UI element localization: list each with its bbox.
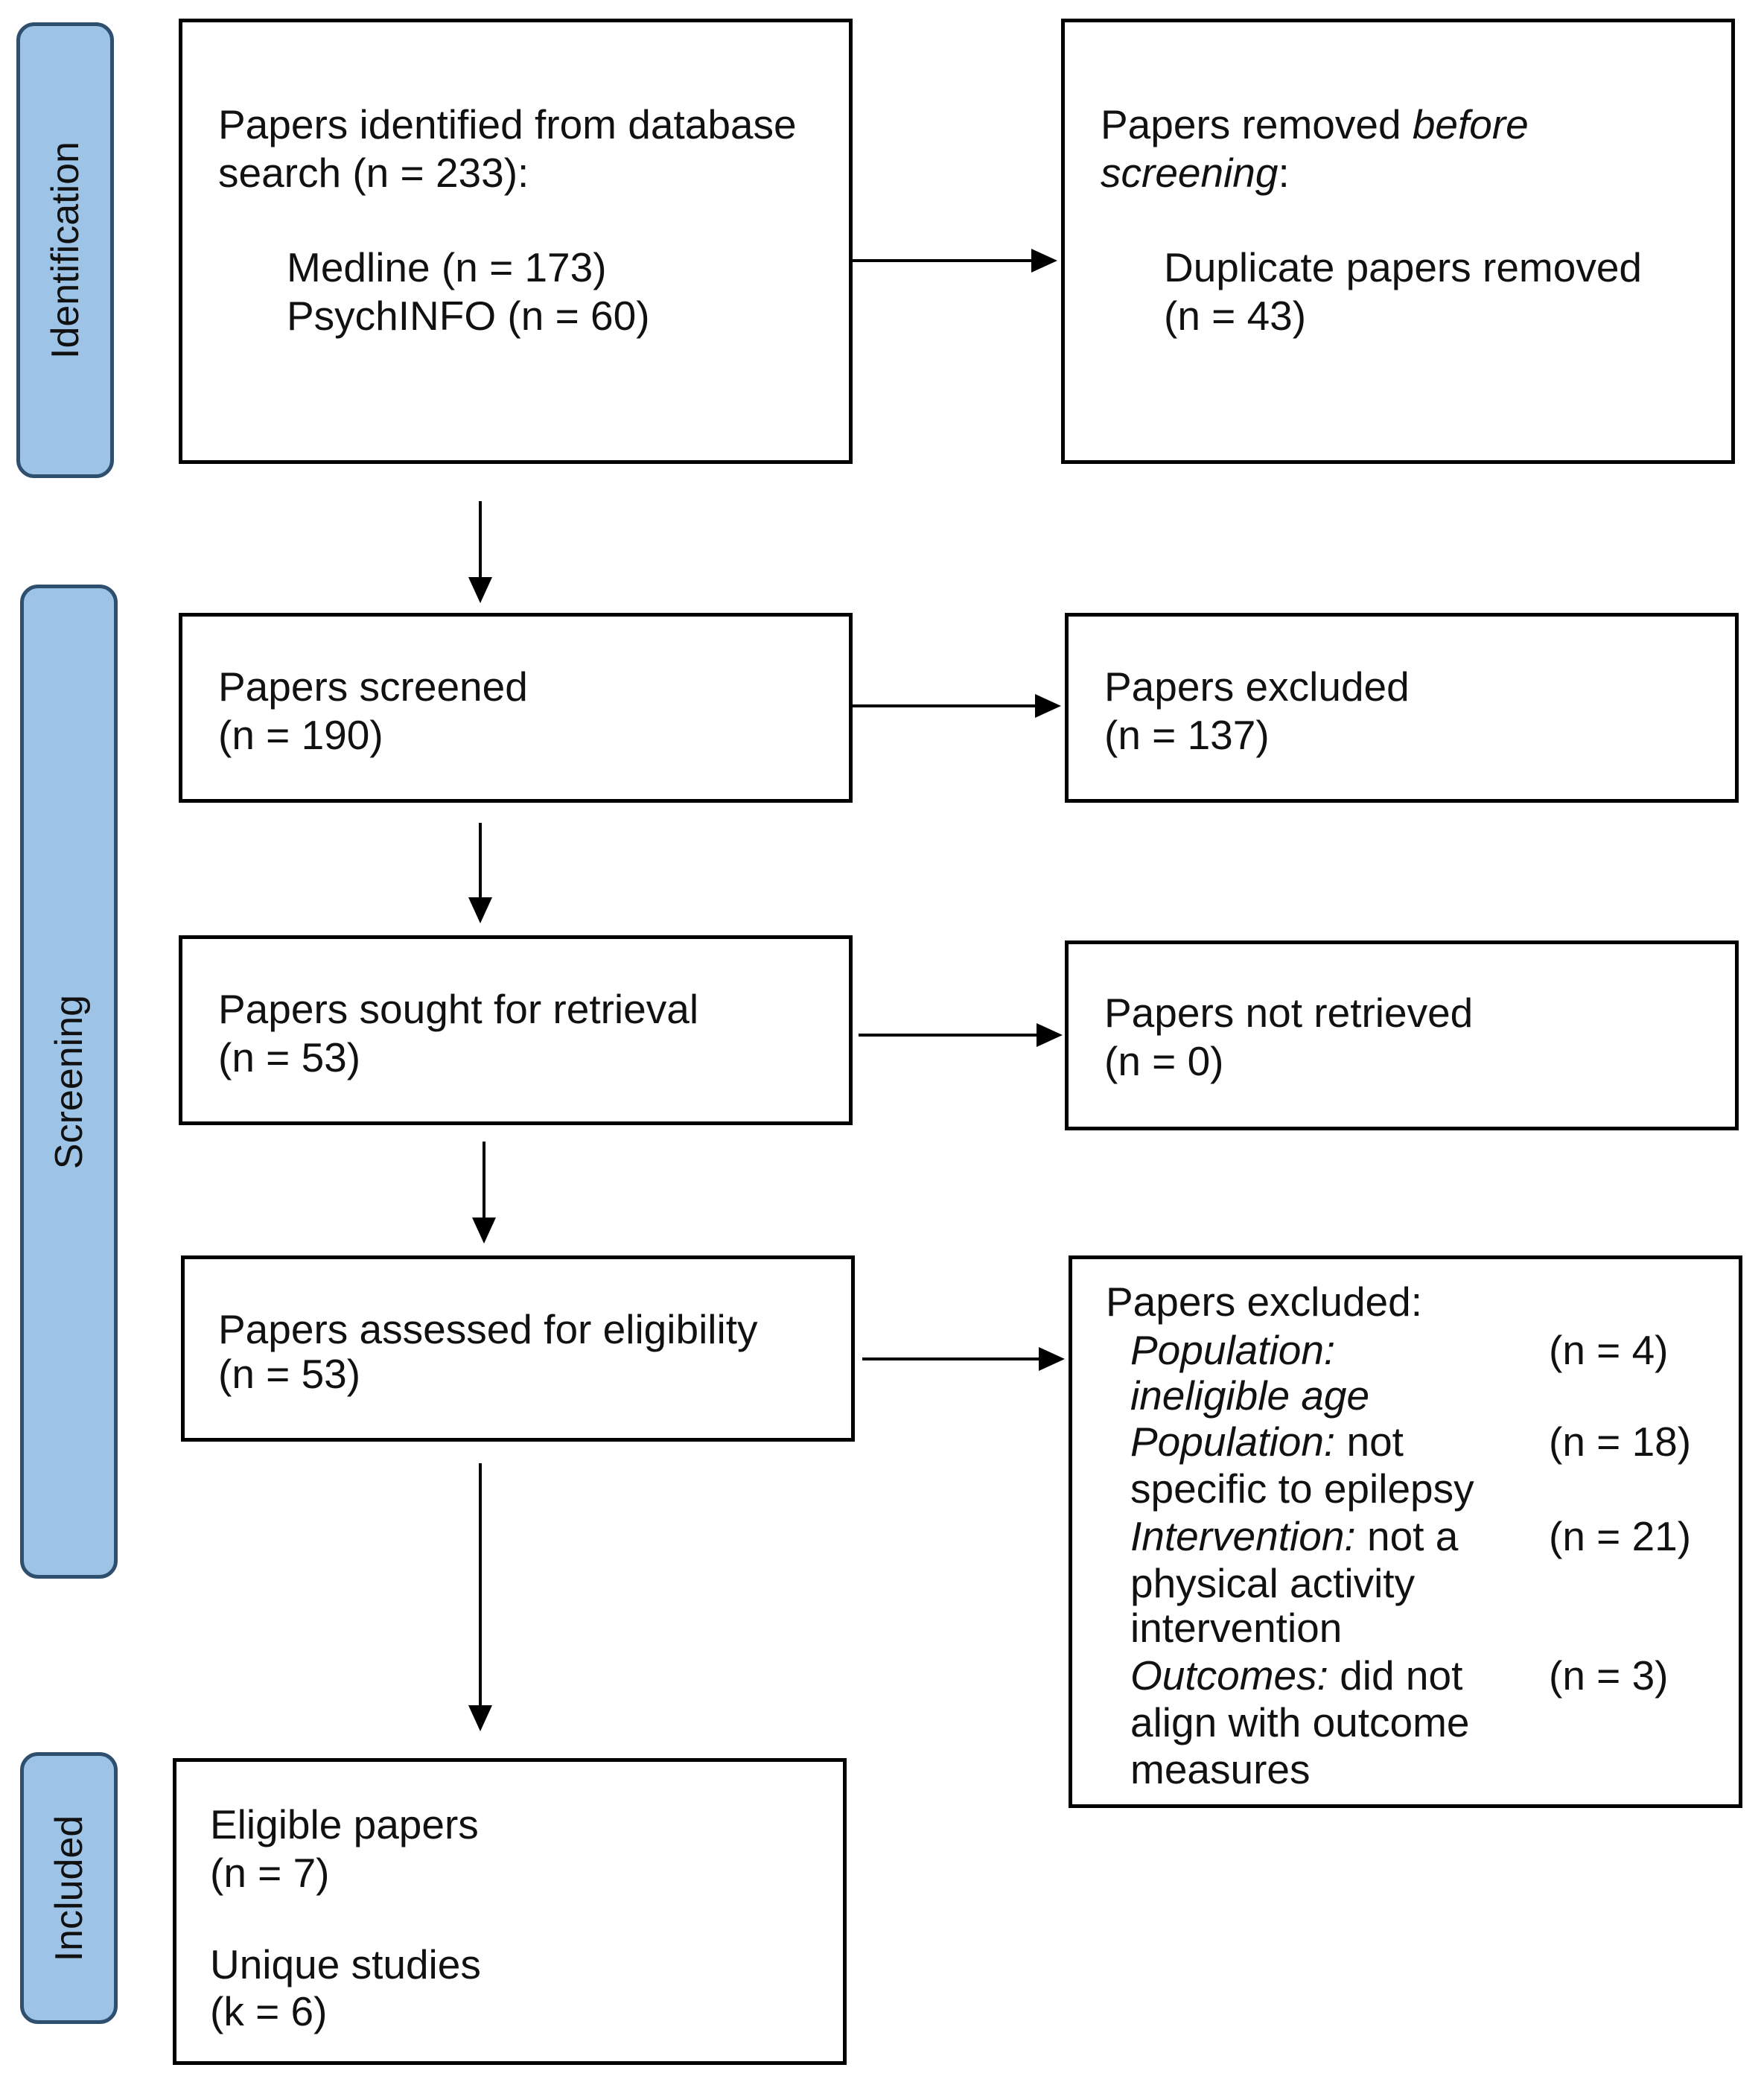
reason-3-count: (n = 3) <box>1549 1652 1669 1699</box>
sought-line2: (n = 53) <box>218 1034 361 1080</box>
removed-line1: Papers removed before <box>1101 101 1529 148</box>
not-retrieved-line1: Papers not retrieved <box>1104 990 1474 1036</box>
reason-2-line1: Intervention: not a <box>1130 1512 1458 1560</box>
eligible-line1: Eligible papers <box>210 1801 479 1847</box>
arrow-identified-to-removed <box>853 249 1057 273</box>
identified-medline: Medline (n = 173) <box>287 244 607 290</box>
sought-line1: Papers sought for retrieval <box>218 986 699 1032</box>
removed-dup2: (n = 43) <box>1164 293 1307 339</box>
reason-2-label-rest: not a <box>1355 1513 1459 1559</box>
reason-2-line2: physical activity <box>1130 1560 1416 1606</box>
reason-0-line2: ineligible age <box>1130 1372 1369 1419</box>
sought-box: Papers sought for retrieval (n = 53) <box>179 935 853 1125</box>
reason-0-line2-italic: ineligible age <box>1130 1372 1370 1419</box>
reason-1-label-rest: not <box>1335 1419 1404 1465</box>
assessed-box: Papers assessed for eligibility (n = 53) <box>181 1255 855 1442</box>
arrow-screened-to-excluded <box>853 694 1061 718</box>
removed-box: Papers removed before screening: Duplica… <box>1061 19 1735 464</box>
identified-line2: search (n = 233): <box>218 150 529 196</box>
reason-3-label: Outcomes: <box>1130 1652 1328 1699</box>
removed-line2: screening: <box>1101 149 1290 197</box>
excluded1-line2: (n = 137) <box>1104 712 1270 758</box>
reason-1-line2: specific to epilepsy <box>1130 1465 1474 1512</box>
identified-line1: Papers identified from database <box>218 101 797 147</box>
eligible-line4: (k = 6) <box>210 1988 328 2034</box>
phase-bar-identification: Identification <box>16 22 114 478</box>
assessed-line2: (n = 53) <box>218 1351 361 1397</box>
removed-dup1: Duplicate papers removed <box>1164 244 1643 290</box>
not-retrieved-line2: (n = 0) <box>1104 1038 1224 1084</box>
reason-1-label: Population: <box>1130 1419 1336 1465</box>
excluded2-title: Papers excluded: <box>1106 1279 1422 1325</box>
arrow-identified-to-screened <box>468 501 492 603</box>
screened-line2: (n = 190) <box>218 712 383 758</box>
reason-1-count: (n = 18) <box>1549 1419 1692 1465</box>
removed-line2-b: : <box>1278 150 1290 196</box>
screened-box: Papers screened (n = 190) <box>179 613 853 803</box>
excluded1-line1: Papers excluded <box>1104 663 1410 710</box>
arrow-screened-to-sought <box>468 823 492 923</box>
arrow-assessed-to-excluded <box>862 1347 1065 1371</box>
phase-bar-included: Included <box>20 1752 118 2024</box>
reason-2-label: Intervention: <box>1130 1513 1356 1559</box>
reason-3-line2: align with outcome <box>1130 1699 1470 1745</box>
reason-2-count: (n = 21) <box>1549 1513 1692 1559</box>
reason-3-line1: Outcomes: did not <box>1130 1652 1462 1699</box>
reason-0-label: Population: <box>1130 1327 1336 1373</box>
phase-bar-screening: Screening <box>20 585 118 1579</box>
arrow-assessed-to-eligible <box>468 1463 492 1731</box>
reason-3-line3: measures <box>1130 1746 1311 1792</box>
reason-3-label-rest: did not <box>1328 1652 1463 1699</box>
identified-psychinfo: PsychINFO (n = 60) <box>287 293 650 339</box>
screened-line1: Papers screened <box>218 663 528 710</box>
removed-line1-a: Papers removed <box>1101 101 1413 147</box>
reason-1-line1: Population: not <box>1130 1418 1404 1465</box>
removed-line2-a: screening <box>1101 150 1279 196</box>
arrow-sought-to-assessed <box>472 1142 496 1244</box>
eligible-line3: Unique studies <box>210 1941 481 1987</box>
assessed-line1: Papers assessed for eligibility <box>218 1306 758 1352</box>
identified-box: Papers identified from database search (… <box>179 19 853 464</box>
removed-line1-b: before <box>1412 101 1529 147</box>
excluded1-box: Papers excluded (n = 137) <box>1065 613 1739 803</box>
excluded2-box: Papers excluded: Population: ineligible … <box>1069 1255 1742 1808</box>
arrow-sought-to-not-retrieved <box>859 1023 1063 1047</box>
eligible-line2: (n = 7) <box>210 1850 330 1896</box>
reason-2-line3: intervention <box>1130 1605 1343 1651</box>
reason-0-count: (n = 4) <box>1549 1327 1669 1373</box>
not-retrieved-box: Papers not retrieved (n = 0) <box>1065 940 1739 1130</box>
eligible-box: Eligible papers (n = 7) Unique studies (… <box>173 1758 847 2065</box>
reason-0-line1: Population: <box>1130 1326 1335 1374</box>
